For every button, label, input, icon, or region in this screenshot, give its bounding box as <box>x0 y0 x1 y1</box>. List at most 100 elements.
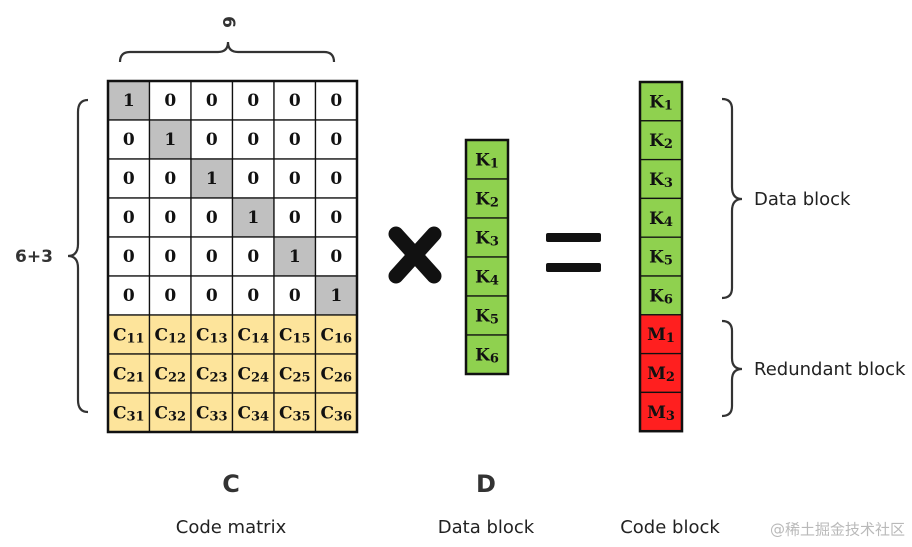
matrix-cell-value: C34 <box>237 403 269 424</box>
data-block-brace <box>721 97 743 300</box>
matrix-cell-value: 0 <box>123 208 135 228</box>
matrix-cell-value: 0 <box>164 286 176 306</box>
matrix-cell-value: 1 <box>289 247 301 267</box>
matrix-cell <box>148 158 192 199</box>
matrix-cell <box>231 197 275 238</box>
matrix-cell <box>273 236 317 277</box>
matrix-cell-value: C24 <box>237 364 269 385</box>
data-vector-value: K3 <box>475 228 499 249</box>
matrix-cell-value: C12 <box>154 325 186 346</box>
matrix-cell-value: 0 <box>289 91 301 111</box>
matrix-cell-value: 0 <box>123 130 135 150</box>
data-vector-border <box>464 138 510 376</box>
matrix-cell-value: 0 <box>330 208 342 228</box>
matrix-cell-value: C35 <box>279 403 311 424</box>
matrix-cell-value: C26 <box>320 364 352 385</box>
matrix-cell-value: 0 <box>164 91 176 111</box>
matrix-cell-value: 0 <box>247 130 259 150</box>
data-vector-cell <box>465 256 509 297</box>
data-vector-value: K6 <box>475 345 499 366</box>
matrix-cell-value: 1 <box>164 130 176 150</box>
matrix-cell-value: 0 <box>206 247 218 267</box>
matrix-cell-value: C11 <box>113 325 145 346</box>
matrix-cell <box>314 275 358 316</box>
matrix-cell-value: C15 <box>279 325 311 346</box>
matrix-cell-value: 0 <box>164 208 176 228</box>
matrix-cell <box>190 197 234 238</box>
matrix-cell <box>190 353 234 394</box>
matrix-cell-value: C23 <box>196 364 228 385</box>
code-redundant-cell-value: M1 <box>647 325 675 346</box>
matrix-cell-value: 0 <box>164 247 176 267</box>
code-data-cell <box>639 158 683 200</box>
data-vector-value: K2 <box>475 189 499 210</box>
matrix-cell <box>314 353 358 394</box>
matrix-cell-value: 0 <box>289 286 301 306</box>
matrix-cell-value: 1 <box>206 169 218 189</box>
matrix-cell <box>273 392 317 433</box>
matrix-cell-value: 0 <box>123 169 135 189</box>
code-caption: Code block <box>620 517 720 538</box>
matrix-cell-value: 1 <box>247 208 259 228</box>
matrix-cell-value: C31 <box>113 403 145 424</box>
matrix-cell-value: 0 <box>330 130 342 150</box>
matrix-cell <box>273 197 317 238</box>
code-data-cell-value: K1 <box>649 92 673 113</box>
matrix-cell-value: C13 <box>196 325 228 346</box>
height-brace <box>67 98 89 414</box>
matrix-cell <box>231 119 275 160</box>
code-redundant-cell-value: M2 <box>647 364 675 385</box>
matrix-cell <box>148 119 192 160</box>
code-redundant-cell-value: M3 <box>647 402 675 423</box>
matrix-cell-value: 0 <box>123 286 135 306</box>
matrix-cell-value: 0 <box>206 91 218 111</box>
code-data-cell <box>639 120 683 161</box>
matrix-cell-value: 0 <box>330 247 342 267</box>
matrix-cell-value: 0 <box>289 208 301 228</box>
code-data-cell-value: K6 <box>649 286 673 307</box>
matrix-cell <box>314 314 358 355</box>
matrix-cell-value: 0 <box>164 169 176 189</box>
data-vector-value: K5 <box>475 306 499 327</box>
code-data-cell-value: K4 <box>649 208 673 229</box>
matrix-cell-value: C32 <box>154 403 186 424</box>
matrix-cell <box>107 314 151 355</box>
matrix-cell-value: C25 <box>279 364 311 385</box>
code-data-cell-value: K5 <box>649 247 673 268</box>
matrix-cell-value: 0 <box>247 169 259 189</box>
matrix-cell-value: 0 <box>247 286 259 306</box>
matrix-cell-value: 0 <box>206 286 218 306</box>
matrix-cell-value: 0 <box>123 247 135 267</box>
matrix-cell-value: 0 <box>206 130 218 150</box>
matrix-cell <box>273 353 317 394</box>
width-label: 6 <box>218 16 238 28</box>
matrix-cell <box>231 392 275 433</box>
width-brace <box>118 41 336 63</box>
data-vector-value: K1 <box>475 150 499 171</box>
matrix-caption: Code matrix <box>176 517 287 538</box>
code-vector-border <box>638 80 684 433</box>
watermark: @稀土掘金技术社区 <box>770 521 905 539</box>
matrix-cell-value: C36 <box>320 403 352 424</box>
code-data-cell-value: K3 <box>649 170 673 191</box>
matrix-cell-value: 0 <box>206 208 218 228</box>
matrix-cell-value: C21 <box>113 364 145 385</box>
matrix-cell-value: 0 <box>289 130 301 150</box>
matrix-cell <box>107 197 151 238</box>
data-vector-cell <box>465 295 509 336</box>
matrix-cell <box>273 158 317 199</box>
matrix-border <box>106 79 359 434</box>
matrix-cell <box>107 275 151 316</box>
matrix-cell <box>190 392 234 433</box>
matrix-cell-value: 0 <box>330 91 342 111</box>
matrix-cell-value: C16 <box>320 325 352 346</box>
matrix-cell-value: C14 <box>237 325 269 346</box>
matrix-cell-value: C33 <box>196 403 228 424</box>
matrix-letter: C <box>222 470 240 498</box>
redundant-block-brace-label: Redundant block <box>754 359 906 380</box>
height-label: 6+3 <box>15 247 53 267</box>
